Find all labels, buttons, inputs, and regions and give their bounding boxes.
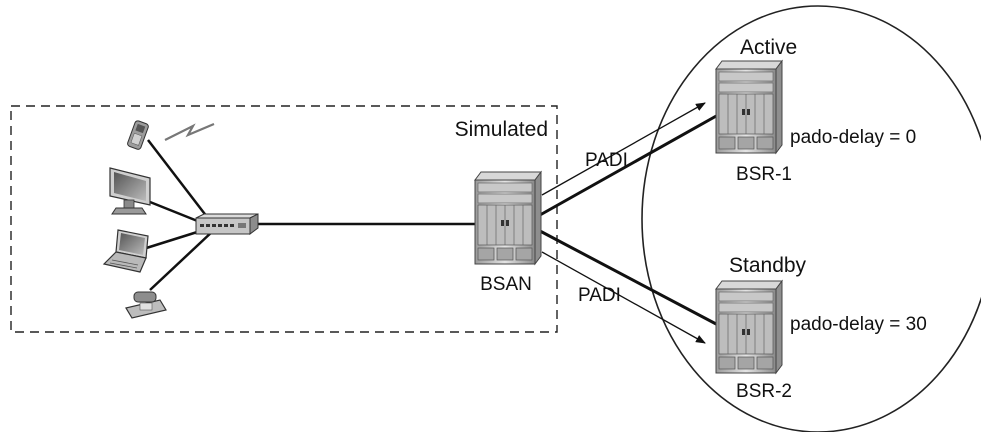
active-label: Active <box>740 36 797 59</box>
user-link-phone <box>147 139 215 227</box>
bsr1-pado-delay: pado-delay = 0 <box>790 127 916 148</box>
bsr1-label: BSR-1 <box>736 164 792 185</box>
cell-phone-icon <box>127 120 149 150</box>
bsr2-router-icon <box>715 280 783 374</box>
simulated-label: Simulated <box>455 118 548 141</box>
bsr2-label: BSR-2 <box>736 381 792 402</box>
desk-phone-icon <box>125 291 167 319</box>
padi-arrow-lower <box>541 251 706 344</box>
padi-label-lower: PADI <box>578 285 621 306</box>
bsan-to-bsr1-link <box>539 113 719 217</box>
desktop-monitor-icon <box>109 167 151 215</box>
bsr2-pado-delay: pado-delay = 30 <box>790 314 927 335</box>
redundancy-ellipse <box>641 5 981 432</box>
simulated-region <box>10 105 558 333</box>
user-link-deskphone <box>149 229 215 291</box>
laptop-icon <box>102 229 149 273</box>
padi-arrow-upper <box>541 102 706 196</box>
access-switch-icon <box>195 213 259 235</box>
bsan-label: BSAN <box>480 274 532 295</box>
wireless-signal-icon <box>164 122 215 141</box>
bsr1-router-icon <box>715 60 783 154</box>
bsan-router-icon <box>474 171 542 265</box>
standby-label: Standby <box>729 254 807 277</box>
bsan-to-bsr2-link <box>539 229 719 327</box>
padi-label-upper: PADI <box>585 150 628 171</box>
